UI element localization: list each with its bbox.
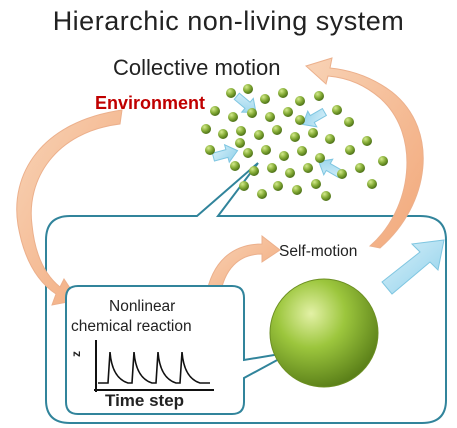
droplet-sphere: [269, 278, 379, 388]
flow-arrow-reaction-to-self-motion: [205, 234, 281, 297]
self-motion-label: Self-motion: [279, 243, 358, 260]
cluster-arrow-w: [211, 143, 239, 164]
diagram-title: Hierarchic non-living system: [52, 6, 405, 36]
self-motion-arrow: [381, 239, 445, 295]
reaction-label-line2: chemical reaction: [71, 318, 192, 335]
reaction-label-line1: Nonlinear: [109, 298, 176, 315]
environment-label: Environment: [95, 93, 206, 113]
oscillation-plot: [94, 340, 214, 392]
cluster-arrow-ne: [302, 107, 328, 128]
collective-motion-label: Collective motion: [113, 55, 281, 80]
flow-arrow-sphere-to-collective: [305, 57, 424, 249]
plot-y-label: z: [69, 351, 83, 357]
plot-oscillation-line: [98, 351, 210, 384]
plot-x-label: Time step: [105, 391, 185, 410]
reaction-bubble: [65, 285, 293, 415]
particle-cluster: [201, 84, 388, 201]
